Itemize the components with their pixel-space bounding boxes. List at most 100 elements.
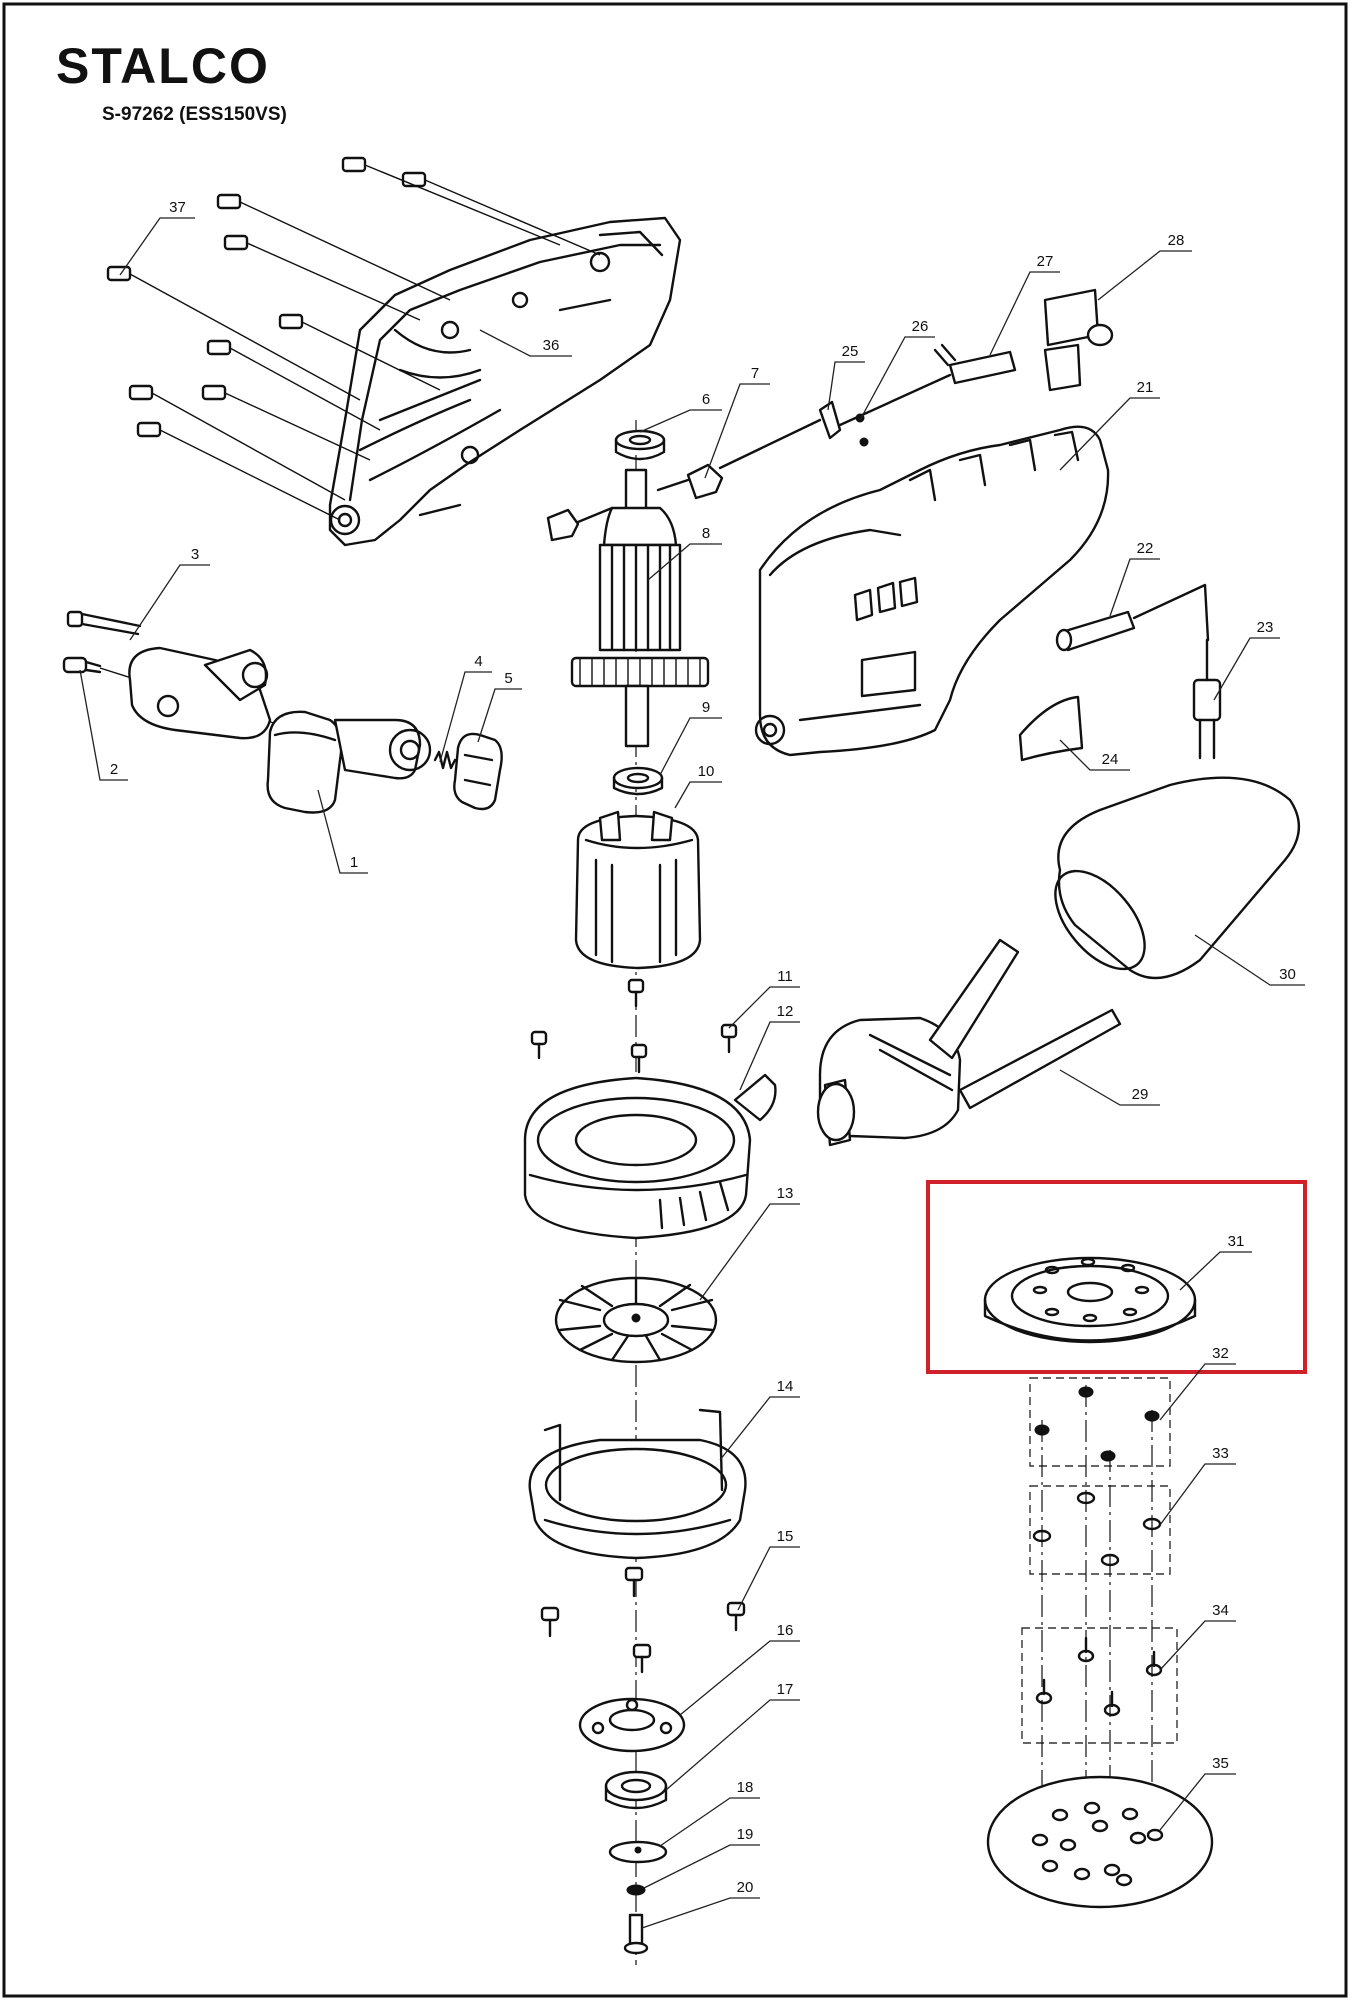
part-37-screws bbox=[106, 156, 601, 521]
part-24-label bbox=[1018, 695, 1084, 762]
leader-line-14 bbox=[719, 1396, 800, 1461]
leader-line-36 bbox=[479, 329, 572, 357]
callout-number-11: 11 bbox=[777, 968, 793, 985]
callout-number-24: 24 bbox=[1102, 751, 1119, 768]
part-15-screws bbox=[540, 1566, 746, 1674]
leader-line-8 bbox=[647, 543, 722, 581]
part-12-fan-housing bbox=[523, 1073, 777, 1240]
callout-27: 27 bbox=[989, 253, 1060, 356]
callout-number-20: 20 bbox=[737, 1879, 754, 1896]
callout-30: 30 bbox=[1194, 934, 1305, 986]
callout-37: 37 bbox=[119, 199, 195, 276]
part-30-dust-bag bbox=[1054, 776, 1301, 980]
part-36-housing-half bbox=[328, 216, 682, 547]
callout-number-23: 23 bbox=[1257, 619, 1274, 636]
part-29-dust-adapter bbox=[816, 938, 1122, 1147]
callout-layer: 1234567891011121314151617181920212223242… bbox=[79, 199, 1305, 1929]
callout-19: 19 bbox=[643, 1826, 760, 1889]
callout-number-28: 28 bbox=[1168, 232, 1185, 249]
part-22-cord-sleeve bbox=[1055, 583, 1210, 652]
part-8-armature bbox=[570, 468, 710, 748]
callout-number-29: 29 bbox=[1132, 1086, 1149, 1103]
callout-number-21: 21 bbox=[1137, 379, 1154, 396]
leader-line-24 bbox=[1059, 739, 1130, 771]
leader-line-33 bbox=[1159, 1463, 1236, 1526]
part-34-screws bbox=[1021, 1627, 1178, 1744]
callout-28: 28 bbox=[1097, 232, 1192, 301]
callout-7: 7 bbox=[704, 365, 770, 479]
callout-32: 32 bbox=[1159, 1345, 1236, 1421]
leader-line-9 bbox=[659, 717, 722, 776]
leader-line-20 bbox=[641, 1897, 760, 1929]
callout-number-31: 31 bbox=[1228, 1233, 1245, 1250]
part-6-bearing bbox=[614, 429, 666, 461]
part-1-switch-knob bbox=[266, 710, 432, 814]
leader-line-23 bbox=[1213, 637, 1280, 701]
callout-number-4: 4 bbox=[474, 653, 482, 670]
callout-12: 12 bbox=[739, 1003, 800, 1091]
leader-line-1 bbox=[317, 789, 368, 874]
model-number: S-97262 (ESS150VS) bbox=[102, 104, 287, 125]
callout-13: 13 bbox=[699, 1185, 800, 1301]
callout-14: 14 bbox=[719, 1378, 800, 1461]
callout-34: 34 bbox=[1159, 1602, 1236, 1671]
callout-3: 3 bbox=[129, 546, 210, 641]
part-5-switch-cap bbox=[453, 732, 503, 811]
callout-number-6: 6 bbox=[702, 391, 710, 408]
part-10-stator bbox=[574, 810, 702, 970]
part-11-screws bbox=[530, 978, 738, 1074]
callout-4: 4 bbox=[439, 653, 492, 763]
part-7-carbon-brush bbox=[546, 463, 724, 542]
leader-line-2 bbox=[79, 669, 128, 781]
callout-23: 23 bbox=[1213, 619, 1280, 701]
leader-line-16 bbox=[679, 1640, 800, 1716]
highlight-box-part-31 bbox=[926, 1180, 1307, 1374]
callout-21: 21 bbox=[1059, 379, 1160, 471]
leader-line-34 bbox=[1159, 1620, 1236, 1671]
leader-line-32 bbox=[1159, 1363, 1236, 1421]
part-9-bearing bbox=[612, 766, 664, 796]
callout-number-32: 32 bbox=[1212, 1345, 1229, 1362]
part-28-switch-body bbox=[1043, 288, 1114, 392]
part-17-bearing bbox=[604, 1770, 668, 1810]
leader-line-4 bbox=[439, 671, 492, 763]
leader-line-12 bbox=[739, 1021, 800, 1091]
callout-6: 6 bbox=[639, 391, 722, 433]
leader-line-3 bbox=[129, 564, 210, 641]
part-16-hub bbox=[578, 1697, 686, 1753]
leader-line-25 bbox=[827, 361, 865, 411]
callout-number-3: 3 bbox=[191, 546, 199, 563]
callout-17: 17 bbox=[665, 1681, 800, 1791]
callout-31: 31 bbox=[1179, 1233, 1252, 1291]
callout-33: 33 bbox=[1159, 1445, 1236, 1526]
leader-line-31 bbox=[1179, 1251, 1252, 1291]
callout-number-33: 33 bbox=[1212, 1445, 1229, 1462]
brand-logo: STALCO bbox=[56, 38, 268, 94]
leader-line-22 bbox=[1109, 558, 1160, 617]
callout-1: 1 bbox=[317, 789, 368, 874]
callout-24: 24 bbox=[1059, 739, 1130, 771]
part-21-motor-housing bbox=[754, 425, 1110, 757]
part-31-backing-pad bbox=[983, 1256, 1197, 1344]
leader-line-29 bbox=[1059, 1069, 1160, 1106]
part-27-switch-module bbox=[933, 343, 1017, 385]
leader-line-13 bbox=[699, 1203, 800, 1301]
part-4-spring bbox=[433, 750, 457, 770]
callout-15: 15 bbox=[737, 1528, 800, 1611]
callout-5: 5 bbox=[477, 670, 522, 743]
callout-number-5: 5 bbox=[504, 670, 512, 687]
callout-number-15: 15 bbox=[777, 1528, 794, 1545]
part-14-shroud bbox=[528, 1408, 747, 1560]
callout-number-19: 19 bbox=[737, 1826, 754, 1843]
callout-number-7: 7 bbox=[751, 365, 759, 382]
callout-number-10: 10 bbox=[698, 763, 715, 780]
callout-10: 10 bbox=[674, 763, 722, 809]
callout-number-16: 16 bbox=[777, 1622, 794, 1639]
leader-line-11 bbox=[728, 986, 800, 1029]
callout-number-2: 2 bbox=[110, 761, 118, 778]
callout-number-17: 17 bbox=[777, 1681, 794, 1698]
leader-line-5 bbox=[477, 688, 522, 743]
part-23-plug bbox=[1192, 638, 1222, 760]
part-32-inserts bbox=[1029, 1377, 1171, 1467]
